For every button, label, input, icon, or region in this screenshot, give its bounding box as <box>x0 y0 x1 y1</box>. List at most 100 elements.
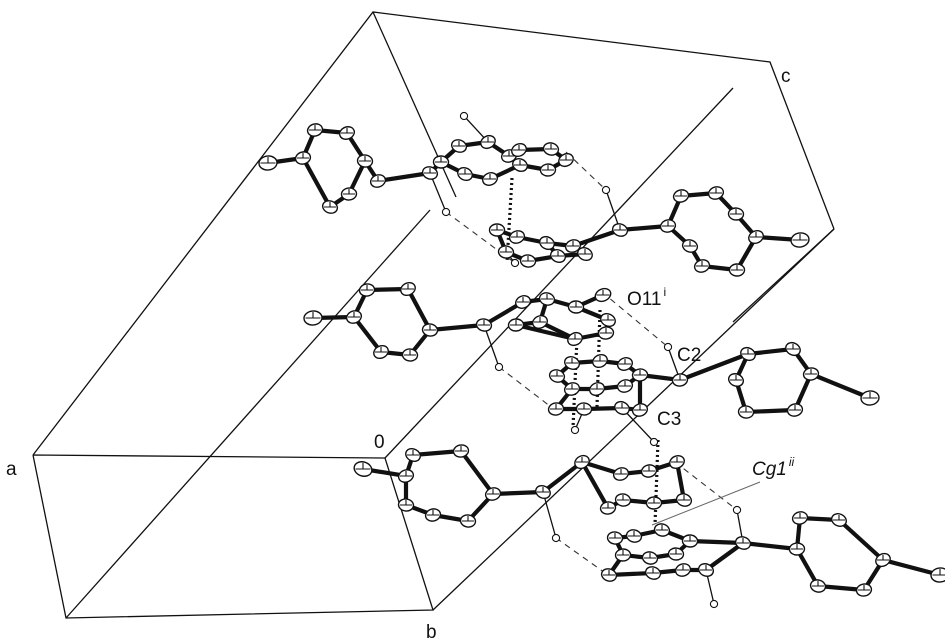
cell-edge-left <box>32 454 434 619</box>
atom-octant <box>791 544 803 550</box>
cg1-leader-line <box>651 481 761 526</box>
bond <box>687 538 746 546</box>
atom-octant <box>833 515 845 521</box>
atom-octant <box>648 498 660 504</box>
atom-octant <box>534 317 546 323</box>
atom-octant <box>511 232 523 238</box>
atom-octant <box>619 381 631 387</box>
atom-octant <box>522 256 534 262</box>
axis-label-c: c <box>781 66 791 87</box>
atom-octant <box>341 128 353 134</box>
atom-octant <box>579 249 591 255</box>
hbond-line <box>555 537 609 576</box>
molecule <box>353 444 693 543</box>
bond <box>570 227 623 249</box>
atom-octant <box>541 294 553 300</box>
atom-octant <box>343 189 355 195</box>
atom-octant <box>656 525 668 531</box>
atom-octant <box>424 168 436 174</box>
atom-octant <box>670 549 682 555</box>
atom-octant <box>710 188 722 194</box>
molecule <box>303 281 616 372</box>
axis-label-b: b <box>426 622 437 643</box>
atom-octant <box>696 261 708 267</box>
bond <box>740 540 800 552</box>
atom-octant <box>750 232 762 238</box>
atom-octant <box>260 157 276 164</box>
atom-octant <box>355 463 371 470</box>
atom-octant <box>644 553 656 559</box>
hydrogen-atom <box>601 185 611 195</box>
atom-octant <box>482 137 494 143</box>
atom-octant <box>619 359 631 365</box>
atom-octant <box>794 513 806 519</box>
atom-octant <box>491 225 503 231</box>
atom-octant <box>560 155 572 161</box>
atom-octant <box>615 469 627 475</box>
bond <box>483 324 500 368</box>
atom-octant <box>510 320 522 326</box>
atom-octant <box>740 407 752 413</box>
atom-octant <box>570 302 582 308</box>
atom-octant <box>678 495 690 501</box>
bond <box>458 448 496 497</box>
hydrogen-atom <box>551 533 561 543</box>
bond <box>542 491 557 539</box>
atom-octant <box>616 403 628 409</box>
atom-octant <box>862 392 878 399</box>
atom-label-c2: C2 <box>677 345 701 366</box>
atom-octant <box>517 297 529 303</box>
atom-octant <box>600 328 612 334</box>
atom-octant <box>503 151 515 157</box>
hydrogen-atom <box>459 111 469 121</box>
atom-octant <box>424 325 436 331</box>
hbond-line <box>601 291 669 348</box>
atom-octant <box>297 153 309 159</box>
atom-octant <box>566 358 578 364</box>
molecule <box>600 505 945 609</box>
atom-octant <box>634 370 646 376</box>
axis-label-a: a <box>6 459 17 480</box>
atom-octant <box>737 538 749 544</box>
cell-edge-diag2 <box>384 87 734 459</box>
bond <box>677 351 751 383</box>
atom-octant <box>792 234 808 241</box>
atom-octant <box>730 209 742 215</box>
atom-octant <box>742 349 754 355</box>
cell-edge-back <box>32 11 835 456</box>
cell-edge-diag1 <box>65 209 431 619</box>
stacking-line <box>653 439 660 526</box>
bond <box>880 557 943 578</box>
atom-octant <box>348 312 360 318</box>
atom-octant <box>361 285 373 291</box>
atom-octant <box>614 225 626 231</box>
atom-octant <box>305 312 321 319</box>
atom-octant <box>407 450 419 456</box>
atom-octant <box>566 384 578 390</box>
atom-octant <box>591 384 603 390</box>
bond <box>513 322 578 342</box>
atom-octant <box>609 533 621 539</box>
atom-octant <box>730 375 742 381</box>
atom-octant <box>484 174 496 180</box>
atom-octant <box>576 457 588 463</box>
atom-octant <box>596 290 610 296</box>
atom-octant <box>602 503 614 509</box>
atom-octant <box>662 221 674 227</box>
atom-octant <box>400 471 412 477</box>
atom-octant <box>628 531 640 537</box>
atom-octant <box>674 375 686 381</box>
atom-octant <box>435 157 447 163</box>
atom-octant <box>617 550 629 556</box>
atom-octant <box>404 350 416 356</box>
bond <box>579 459 611 511</box>
atom-octant <box>400 500 412 506</box>
atom-octant <box>700 565 712 571</box>
hbond-line <box>498 366 556 411</box>
atom-octant <box>375 347 387 353</box>
atom-octant <box>677 565 689 571</box>
atom-octant <box>675 191 687 197</box>
molecule <box>547 341 880 447</box>
hbond-line <box>565 151 607 191</box>
